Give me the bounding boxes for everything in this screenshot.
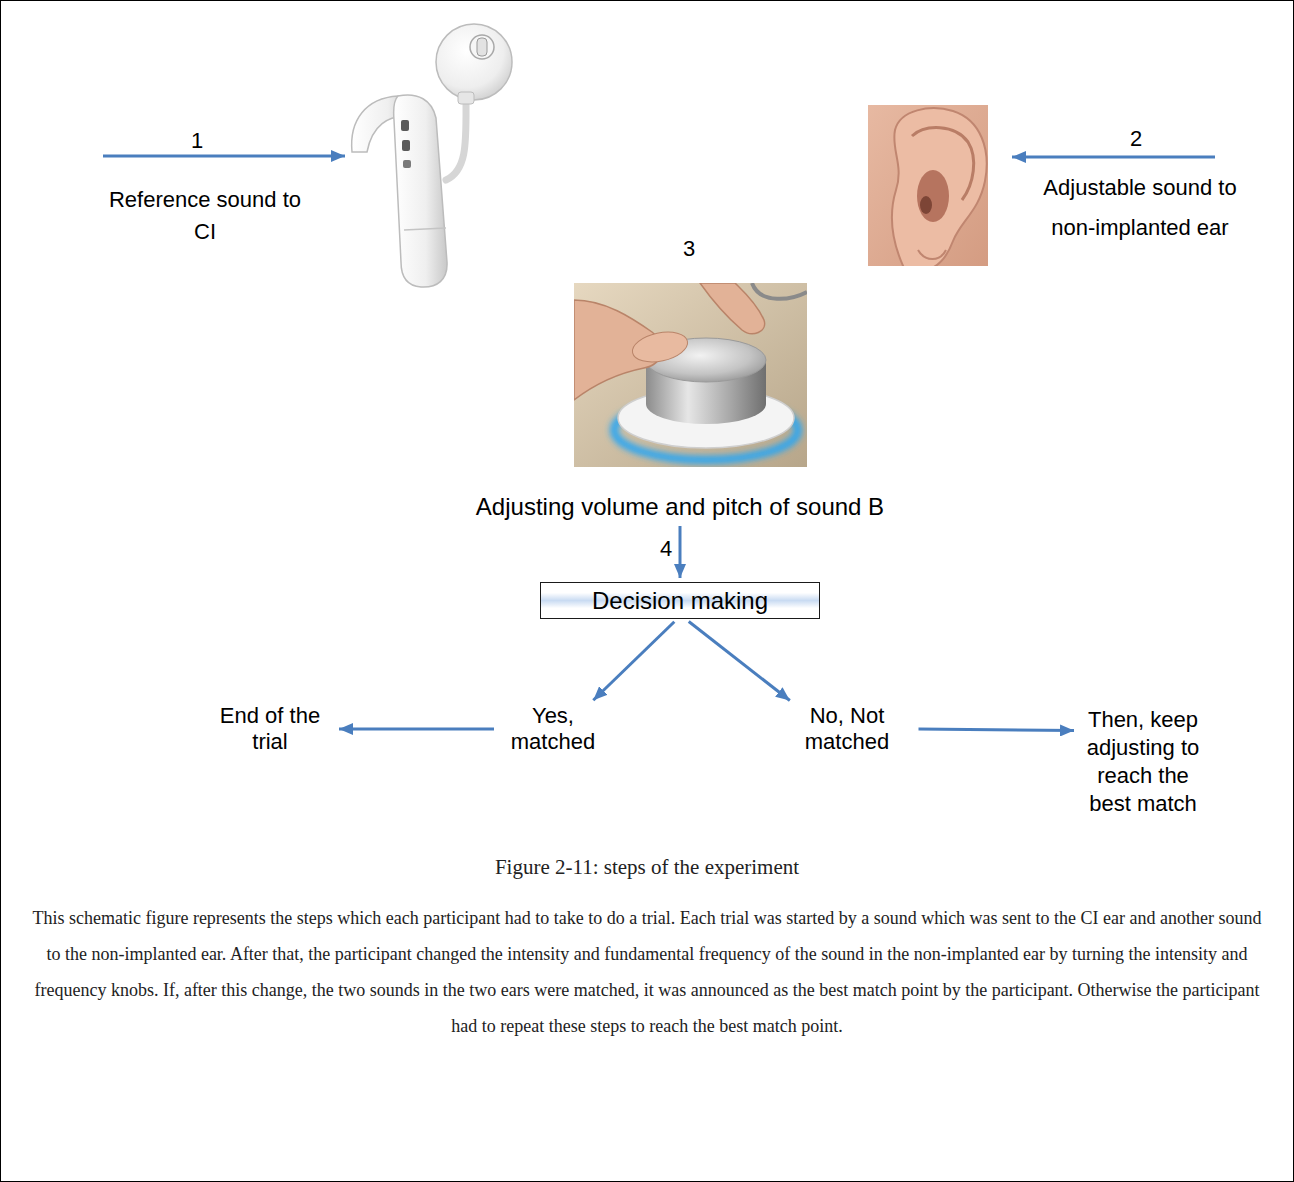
step-number-box: 2: [1116, 126, 1156, 152]
result-text: Then, keep adjusting to reach the best m…: [1078, 706, 1208, 818]
flow-arrow: [689, 621, 790, 700]
step-number: 3: [669, 236, 709, 262]
figure-caption: Figure 2-11: steps of the experiment: [297, 853, 997, 881]
thumb: [630, 327, 691, 366]
step-number: 2: [1116, 126, 1156, 152]
flow-arrow: [919, 729, 1075, 731]
ear-concha: [917, 170, 949, 222]
transmitter-coil: [436, 24, 512, 100]
processor-button: [402, 140, 410, 151]
knob-cable: [752, 283, 807, 299]
processor-button: [401, 120, 409, 131]
photo-background: [574, 283, 807, 467]
step-number: 1: [177, 128, 217, 154]
finger: [700, 283, 765, 334]
step-number: 4: [656, 536, 676, 562]
cochlear-implant-illustration: [352, 24, 512, 287]
flow-arrow: [679, 526, 682, 578]
coil-magnet: [470, 35, 494, 59]
implant-cable: [446, 98, 466, 180]
ear-outline: [892, 108, 987, 266]
arrow-label: Reference sound to CI: [97, 184, 313, 248]
step-number-box: 1: [177, 128, 217, 154]
battery-seam: [404, 228, 446, 230]
knob-photo: [574, 283, 807, 467]
step-number-box: 3: [669, 236, 709, 262]
node-text: Then, keep adjusting to reach the best m…: [1078, 706, 1208, 818]
node-text: End of the trial: [205, 703, 335, 755]
step-caption: Adjusting volume and pitch of sound B: [420, 492, 940, 522]
flow-arrow: [339, 728, 494, 731]
process-box: Decision making: [540, 582, 820, 619]
figure-description: This schematic figure represents the ste…: [29, 900, 1265, 1044]
outcome-text: No, Not matched: [780, 703, 915, 755]
figure-caption-box: Figure 2-11: steps of the experiment: [297, 853, 997, 881]
coil-knob: [477, 38, 487, 56]
processor-body: [394, 95, 447, 287]
input-arrow: [103, 155, 345, 158]
coil-plug: [458, 92, 474, 104]
step-number-box: 4: [656, 536, 676, 562]
flow-arrow: [593, 622, 674, 700]
ear-lobe: [918, 250, 946, 259]
arrow-label-box: Reference sound to CI: [97, 184, 313, 248]
node-text: Yes, matched: [498, 703, 608, 755]
arrow-label-box: Adjustable sound to non-implanted ear: [1032, 168, 1248, 248]
arrow-label: Adjustable sound to non-implanted ear: [1032, 168, 1248, 248]
node-text: Adjusting volume and pitch of sound B: [420, 492, 940, 522]
node-text: Decision making: [544, 586, 816, 615]
figure-description-box: This schematic figure represents the ste…: [29, 900, 1265, 1044]
ear-photo: [868, 105, 988, 266]
result-text: End of the trial: [205, 703, 335, 755]
node-text: No, Not matched: [780, 703, 915, 755]
outcome-text: Yes, matched: [498, 703, 608, 755]
input-arrow: [1012, 156, 1215, 159]
processor-button: [403, 160, 411, 168]
ear-canal: [920, 196, 932, 214]
